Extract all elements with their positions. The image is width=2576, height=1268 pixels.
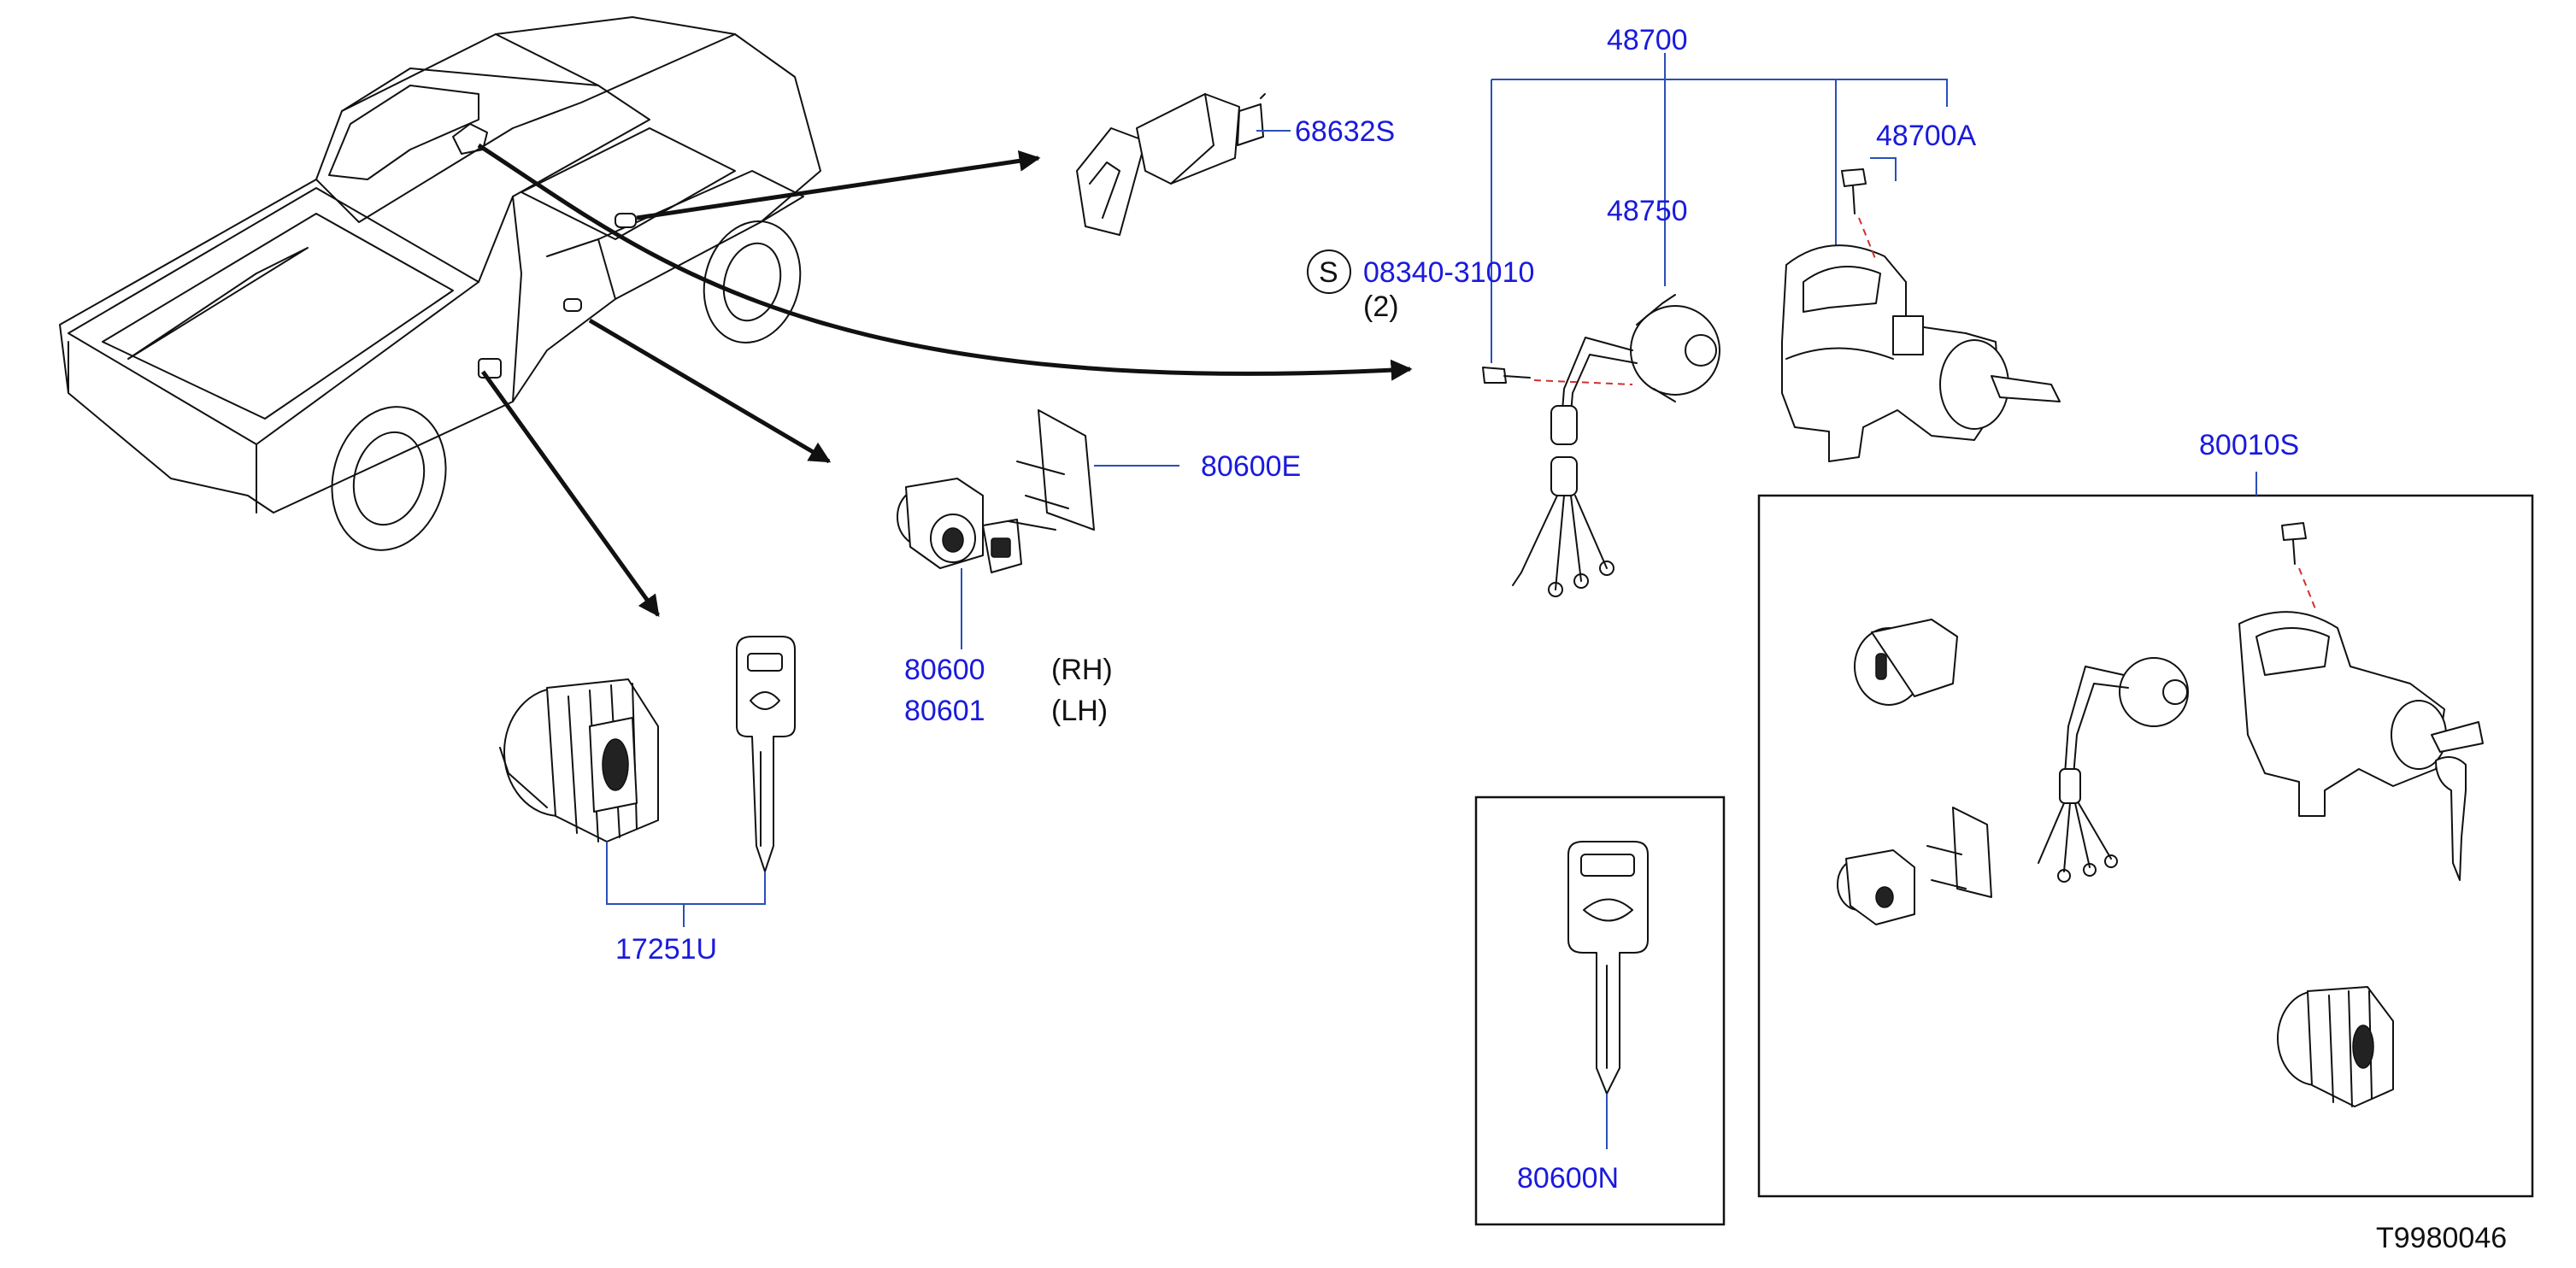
label-48750: 48750	[1607, 195, 1688, 227]
frame-80600N	[1474, 795, 1726, 1226]
label-80600N: 80600N	[1517, 1162, 1619, 1195]
pickup-truck-illustration	[59, 16, 821, 551]
label-48700: 48700	[1607, 24, 1688, 56]
label-80600: 80600	[904, 654, 985, 686]
label-80601: 80601	[904, 695, 985, 727]
master-key-80600N	[1567, 841, 1649, 1095]
label-quantity-2: (2)	[1363, 291, 1399, 323]
key-blank-17251U	[736, 636, 796, 872]
arrow-to-ignition-assembly	[477, 143, 1413, 381]
pointer-arrows	[477, 143, 1413, 618]
arrow-to-80600	[588, 318, 832, 464]
arrow-to-68632S	[636, 150, 1041, 220]
glove-box-lock-68632S	[1076, 93, 1266, 236]
label-17251U: 17251U	[615, 933, 717, 966]
fuel-lock-17251U	[499, 678, 659, 842]
ignition-switch-48750	[1512, 294, 1720, 597]
label-80600E: 80600E	[1201, 450, 1301, 483]
label-80010S: 80010S	[2199, 429, 2299, 461]
frame-80010S	[1757, 494, 2534, 1198]
shear-bolt-48700A	[1841, 168, 1867, 214]
retainer-clip-80600E	[1008, 409, 1095, 531]
arrow-to-17251U	[480, 370, 661, 618]
kit-contents-80010S	[1837, 522, 2484, 1107]
label-48700A: 48700A	[1876, 120, 1977, 152]
label-rh: (RH)	[1051, 654, 1113, 686]
label-68632S: 68632S	[1295, 115, 1395, 148]
label-lh: (LH)	[1051, 695, 1108, 727]
door-lock-cylinder-80600	[897, 478, 1022, 573]
steering-lock-48700	[1781, 244, 2061, 462]
label-08340-31010: 08340-31010	[1363, 256, 1534, 289]
screw-08340-31010	[1482, 367, 1531, 384]
diagram-reference-number: T9980046	[2376, 1222, 2507, 1254]
s-marker: S	[1319, 256, 1338, 289]
s-marker-circle	[1307, 249, 1351, 294]
